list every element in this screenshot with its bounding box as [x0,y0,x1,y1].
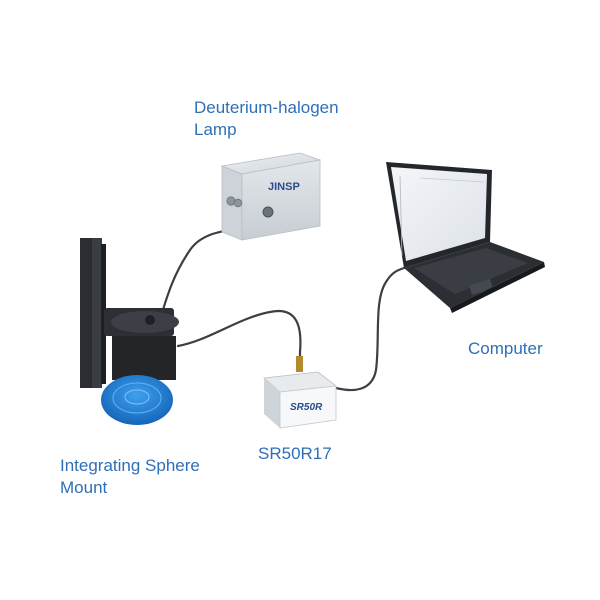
spectrometer-fiber-connector [296,356,303,372]
mount-body [112,336,176,380]
mount-top-plate [111,311,179,333]
lamp-port-2 [233,198,243,208]
lamp-side-face [241,159,321,241]
computer-label: Computer [468,339,543,358]
lamp-brand: JINSP [268,181,300,193]
spectrometer-body [264,378,280,428]
laptop-screen [391,167,487,261]
lamp-label-line2: Lamp [194,120,237,139]
sphere-label: Integrating Sphere Mount [60,455,200,499]
laptop-keyboard [414,248,528,294]
cables [158,220,406,392]
sphere-label-line1: Integrating Sphere [60,456,200,475]
lamp-unit: JINSP [220,152,322,241]
laptop-front-edge [450,262,545,313]
mount-rail [80,238,94,388]
sphere-mount [80,238,179,425]
lamp-output-port [262,206,274,218]
spectrometer-label: SR50R17 [258,444,332,463]
spectrometer-logo: SR50R [290,402,323,413]
sphere-to-spectrometer-cable [176,309,302,364]
sphere-label-line2: Mount [60,478,108,497]
lamp-label: Deuterium-halogen Lamp [194,97,339,141]
spectrometer-front [279,385,337,429]
lamp-label-line1: Deuterium-halogen [194,98,339,117]
spectrometer: SR50R [263,356,338,429]
mount-fiber-port [145,315,155,325]
laptop-trackpad [468,278,494,296]
spectrometer-to-computer-cable [334,266,406,392]
laptop [386,162,545,313]
